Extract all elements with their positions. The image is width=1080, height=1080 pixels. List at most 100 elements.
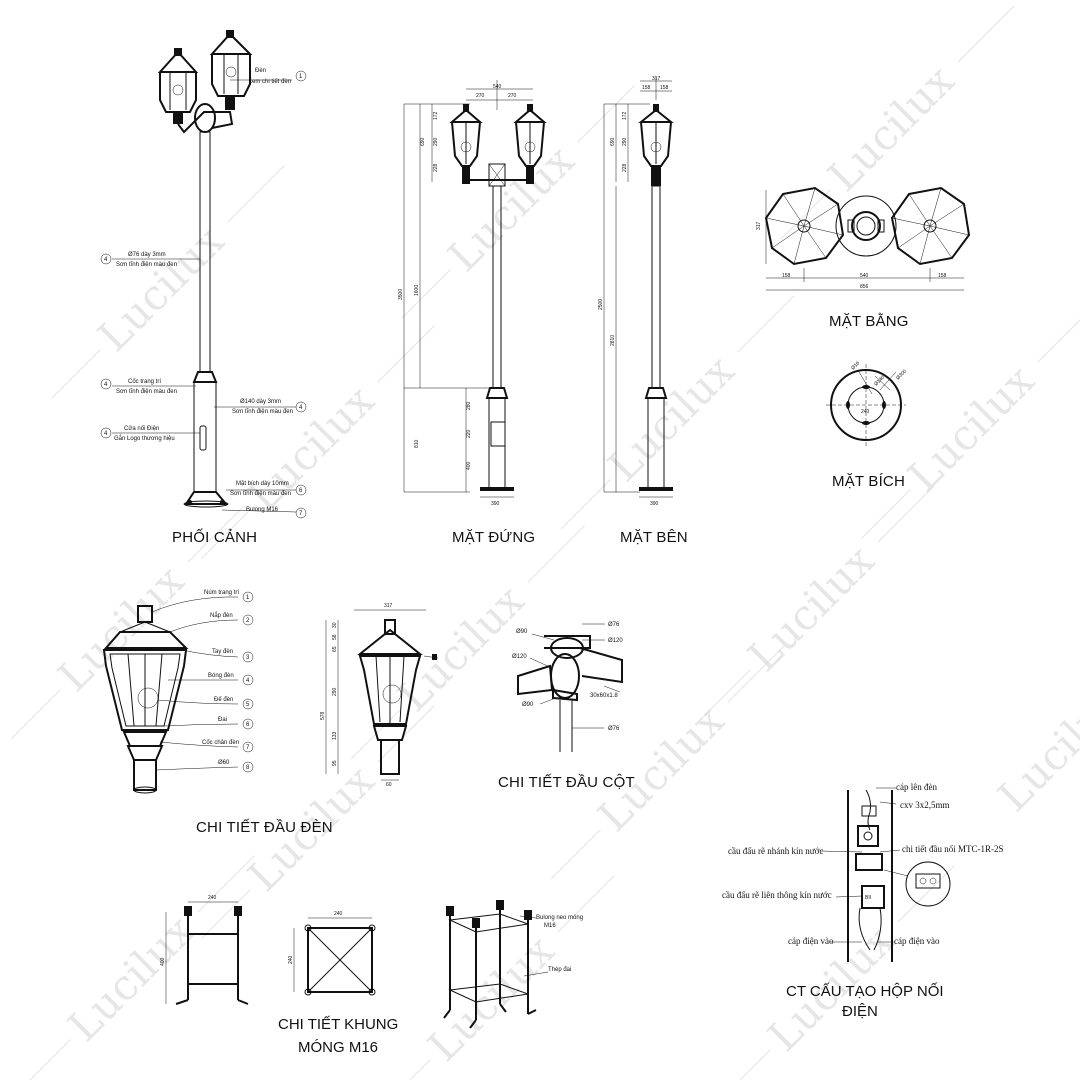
callout-number: 4 bbox=[104, 431, 108, 437]
dim-label: Ø120 bbox=[608, 638, 623, 644]
caption-khung-1: CHI TIẾT KHUNG bbox=[278, 1016, 398, 1033]
dim-label: 810 bbox=[414, 439, 420, 448]
caption-hop-noi-1: CT CẤU TẠO HỘP NỐI bbox=[786, 982, 944, 1000]
dim-label: 390 bbox=[650, 501, 659, 507]
hop-noi-view: ΒΙΙ cáp lên đèn cxv 3x2,5mm cầu đấu rẽ n… bbox=[722, 782, 1004, 1020]
dim-label: 270 bbox=[508, 93, 517, 99]
dim-label: 3500 bbox=[398, 289, 404, 300]
callout-number: 8 bbox=[246, 765, 250, 771]
callout-number: 4 bbox=[246, 678, 250, 684]
dim-label: 228 bbox=[622, 163, 628, 172]
dim-label: 228 bbox=[433, 163, 439, 172]
dim-label: 172 bbox=[433, 111, 439, 120]
dim-label: 270 bbox=[476, 93, 485, 99]
callout-text: cáp lên đèn bbox=[896, 782, 937, 792]
caption-mat-dung: MẶT ĐỨNG bbox=[452, 529, 535, 546]
callout-number: 7 bbox=[246, 745, 250, 751]
dim-label: 578 bbox=[320, 711, 326, 720]
dau-cot-view: Ø90 Ø76 Ø120 Ø120 30x60x1.8 Ø90 Ø76 CHI … bbox=[498, 622, 635, 791]
dim-label: 540 bbox=[493, 84, 502, 90]
callout-text: Tay đèn bbox=[212, 649, 233, 655]
callout-number: 6 bbox=[246, 722, 250, 728]
callout-text: Đèn bbox=[255, 68, 266, 74]
watermark-text: Lucilux bbox=[738, 536, 883, 681]
dim-label: 317 bbox=[384, 603, 393, 609]
callout-coc: 4 Cốc trang trí Sơn tĩnh điện màu đen bbox=[100, 378, 196, 395]
watermark-text: Lucilux bbox=[88, 216, 233, 361]
callout-text: Gắn Logo thương hiệu bbox=[114, 435, 175, 442]
callout-text: Ø140 dày 3mm bbox=[240, 399, 281, 405]
watermark-text: Lucilux bbox=[898, 356, 1043, 501]
khung-mong-view: 240 400 240 240 Bulong neo móng M16 Thép… bbox=[160, 895, 583, 1056]
caption-mat-ben: MẶT BÊN bbox=[620, 529, 688, 546]
callout-text: cáp điện vào bbox=[894, 936, 940, 946]
callout-text: M16 bbox=[544, 923, 556, 929]
dim-label: 690 bbox=[420, 137, 426, 146]
callout-text: Ø60 bbox=[218, 760, 230, 766]
caption-mat-bang: MẶT BẰNG bbox=[829, 312, 909, 330]
dim-label: 158 bbox=[938, 273, 947, 279]
callout-text: Sơn tĩnh điện màu đen bbox=[230, 491, 291, 497]
svg-text:ΒΙΙ: ΒΙΙ bbox=[865, 895, 871, 901]
callout-text: cầu đấu rẽ liên thông kín nước bbox=[722, 890, 832, 900]
front-lantern-left bbox=[449, 104, 483, 184]
callout-text: Bulong M16 bbox=[246, 507, 279, 513]
callout-text: Sơn tĩnh điện màu đen bbox=[116, 389, 177, 395]
callout-number: 1 bbox=[299, 74, 303, 80]
callout-bulong: 7 Bulong M16 bbox=[221, 507, 307, 519]
callout-bich: 6 Mặt bích dày 10mm Sơn tĩnh điện màu đe… bbox=[226, 481, 307, 497]
callout-number: 6 bbox=[299, 488, 303, 494]
caption-mat-bich: MẶT BÍCH bbox=[832, 473, 905, 490]
callout-pole76: 4 Ø76 dày 3mm Sơn tĩnh điện màu đen bbox=[100, 252, 200, 268]
caption-hop-noi-2: ĐIỆN bbox=[842, 1003, 878, 1020]
dim-label: 133 bbox=[332, 731, 338, 740]
callout-text: Bulong neo móng bbox=[536, 915, 583, 921]
mat-bang-view: 317 158 540 158 856 MẶT BẰNG bbox=[756, 186, 971, 330]
watermark-text: Lucilux bbox=[988, 676, 1080, 821]
dim-label: 2810 bbox=[610, 335, 616, 346]
dim-label: 240 bbox=[334, 911, 343, 917]
dim-label: Ø76 bbox=[608, 726, 620, 732]
dim-label: 240 bbox=[208, 895, 217, 901]
dim-label: Ø120 bbox=[512, 654, 527, 660]
dim-label: 317 bbox=[756, 221, 762, 230]
dim-label: 220 bbox=[466, 429, 472, 438]
watermark-text: Lucilux bbox=[588, 696, 733, 841]
watermark-text: Lucilux bbox=[598, 346, 743, 491]
caption-dau-cot: CHI TIẾT ĐẦU CỘT bbox=[498, 774, 635, 791]
callout-text: cxv 3x2,5mm bbox=[900, 800, 950, 810]
callout-text: Ø76 dày 3mm bbox=[128, 252, 166, 258]
callout-text: cáp điện vào bbox=[788, 936, 834, 946]
caption-phoi-canh: PHỐI CẢNH bbox=[172, 528, 257, 546]
callout-text: chi tiết đầu nối MTC-1R-2S bbox=[902, 844, 1004, 854]
lantern-left bbox=[157, 48, 199, 124]
dim-label: 280 bbox=[466, 401, 472, 410]
callout-text: Bóng đèn bbox=[208, 673, 234, 679]
dim-label: Ø16 bbox=[850, 360, 861, 371]
callout-text: Cốc chân đèn bbox=[202, 740, 239, 746]
callout-text: Sơn tĩnh điện màu đen bbox=[116, 262, 177, 268]
dim-label: 290 bbox=[622, 137, 628, 146]
lantern-right bbox=[209, 30, 253, 110]
dim-label: 317 bbox=[652, 76, 661, 82]
dim-label: 65 bbox=[332, 646, 338, 652]
watermark-text: Lucilux bbox=[418, 926, 563, 1071]
watermark-text: Lucilux bbox=[438, 136, 583, 281]
dim-label: Ø90 bbox=[516, 629, 528, 635]
callout-text: cầu đấu rẽ nhánh kín nước bbox=[728, 846, 823, 856]
dim-label: 60 bbox=[386, 782, 392, 788]
dim-label: 1600 bbox=[414, 285, 420, 296]
dim-label: 30x60x1.8 bbox=[590, 693, 618, 699]
dim-label: 158 bbox=[642, 85, 651, 91]
callout-text: xem chi tiết đèn bbox=[249, 79, 291, 85]
dim-label: 172 bbox=[622, 111, 628, 120]
dim-label: 390 bbox=[491, 501, 500, 507]
dim-label: 690 bbox=[610, 137, 616, 146]
dim-label: 240 bbox=[288, 955, 294, 964]
dim-label: 540 bbox=[860, 273, 869, 279]
dim-label: 95 bbox=[332, 760, 338, 766]
